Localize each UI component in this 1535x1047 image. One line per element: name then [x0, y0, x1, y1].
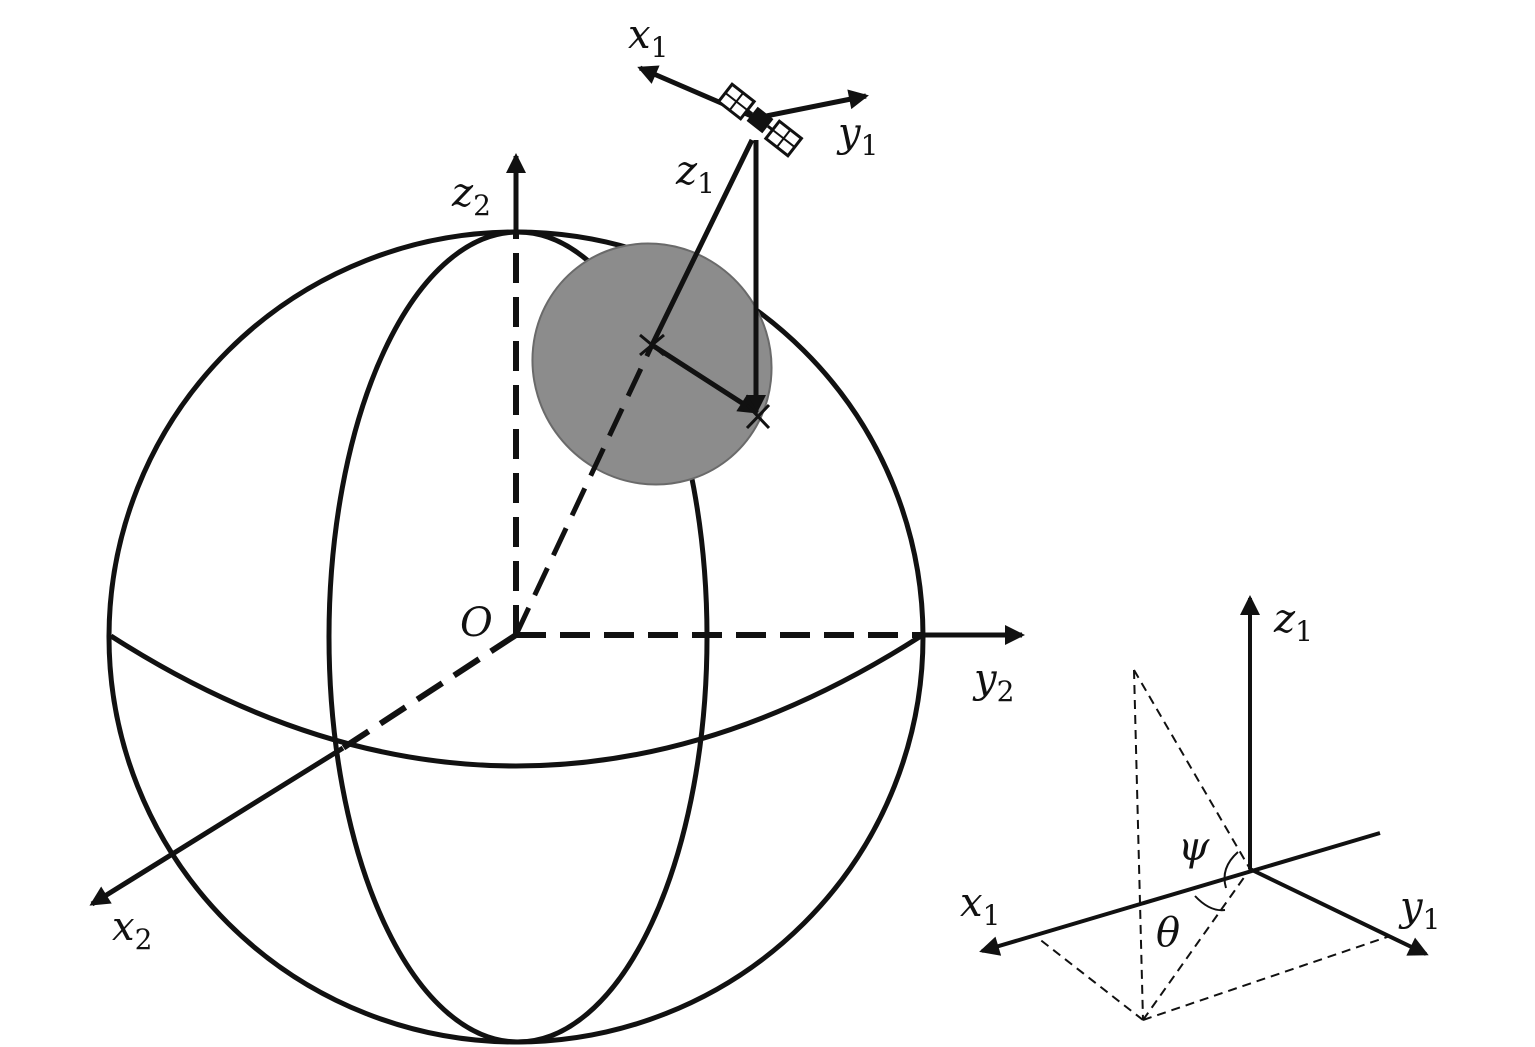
projection-dashed-lines [1037, 669, 1391, 1021]
x2-axis-dashed [341, 632, 518, 751]
satellite-vectors [639, 138, 771, 430]
equator-curve [109, 633, 923, 769]
origin-label: O [460, 600, 493, 646]
inset-y1-axis [1249, 867, 1429, 956]
inset-y1-label: y1 [1398, 884, 1440, 936]
inset-x1-label: x1 [960, 880, 1000, 932]
z2-axis-label: z2 [451, 170, 491, 222]
satellite-icon [716, 82, 804, 158]
subpoint-marker [639, 333, 665, 357]
theta-angle-arc [1194, 895, 1226, 912]
inset-x1-axis [979, 831, 1381, 956]
origin-to-subpoint-dashed [513, 343, 655, 637]
angle-inset [979, 595, 1429, 1021]
z1-boresight-line [649, 138, 755, 347]
x2-axis-label: x2 [112, 904, 152, 956]
y1-sat-axis [755, 89, 869, 121]
labels: z2 y2 x2 O x1 y1 z1 z1 x1 y1 ψ θ [112, 12, 1440, 956]
target-marker [745, 403, 771, 430]
x1-sat-label: x1 [628, 12, 668, 64]
satellite-frame-axes [637, 65, 869, 121]
coverage-footprint [531, 242, 773, 486]
subpoint-to-target-line [650, 342, 759, 415]
theta-label: θ [1156, 910, 1180, 956]
earth-frame-axes [89, 153, 1025, 907]
x2-axis-solid [89, 745, 345, 907]
psi-label: ψ [1178, 824, 1210, 870]
psi-angle-arc [1223, 851, 1239, 889]
z1-sat-label: z1 [675, 148, 715, 200]
inset-z1-label: z1 [1273, 596, 1313, 648]
y1-sat-label: y1 [836, 110, 878, 162]
y2-axis-label: y2 [972, 656, 1014, 708]
